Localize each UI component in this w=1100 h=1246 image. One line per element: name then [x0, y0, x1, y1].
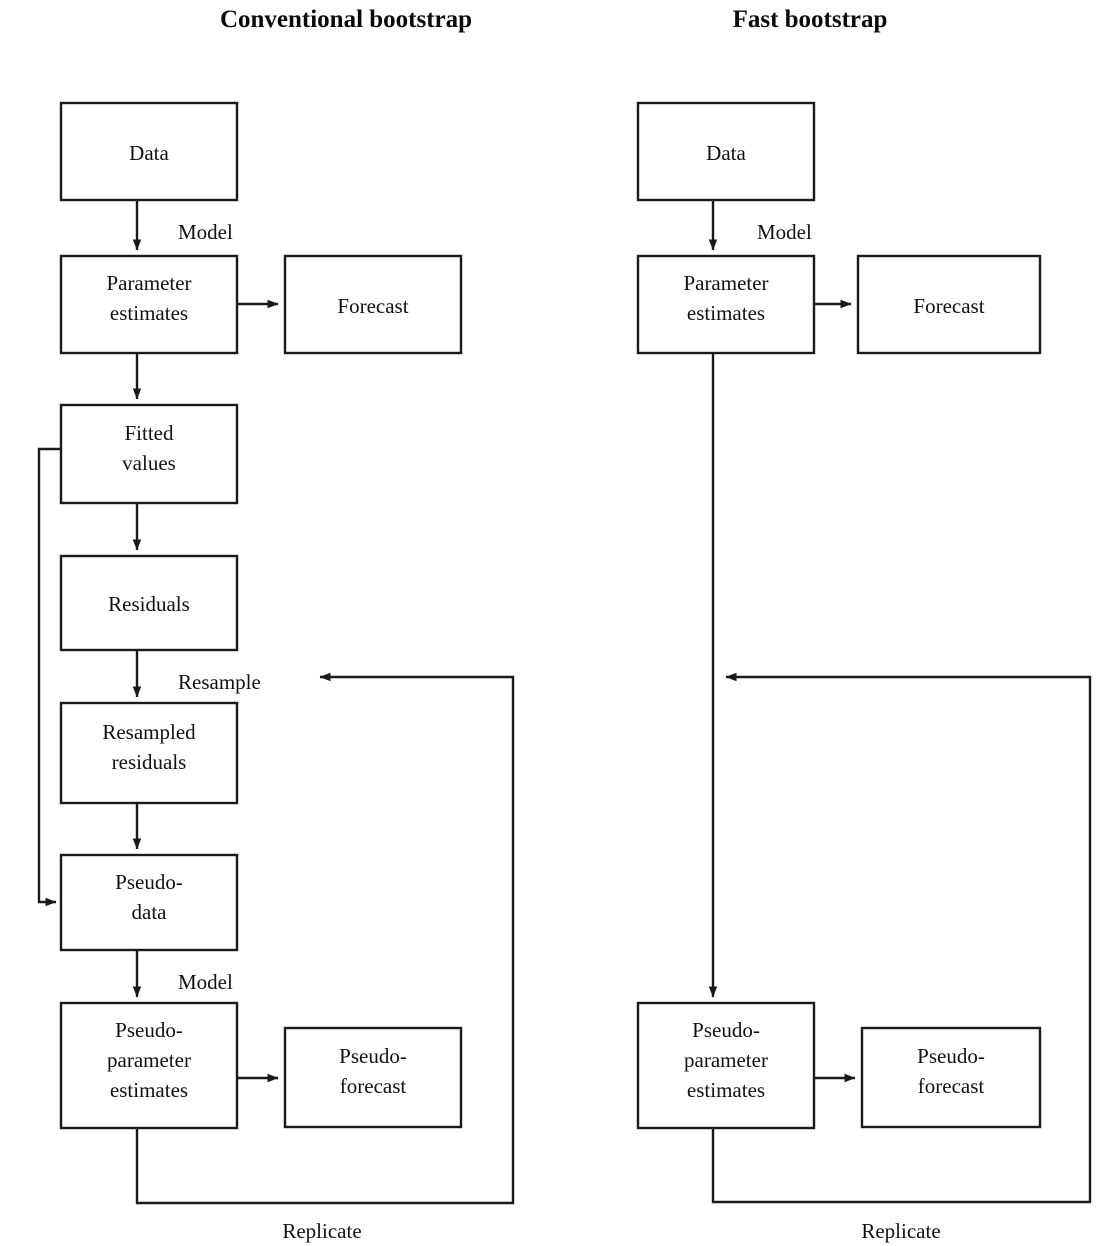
- node-parameter-estimates: Parameter estimates: [59, 254, 239, 355]
- edge-label-model-top: Model: [178, 220, 233, 244]
- node-pseudo-forecast-label-line2: forecast: [340, 1074, 407, 1098]
- node-pseudo-parameter-estimates-fast-label-line1: Pseudo-: [692, 1018, 760, 1042]
- node-pseudo-data-box: [59, 853, 239, 952]
- node-pseudo-parameter-estimates-fast: Pseudo- parameter estimates: [636, 1001, 816, 1130]
- panel-title-conventional: Conventional bootstrap: [220, 6, 472, 33]
- edge-label-replicate-conventional: Replicate: [282, 1219, 361, 1243]
- node-parameter-estimates-fast: Parameter estimates: [636, 254, 816, 355]
- node-forecast-fast: Forecast: [856, 254, 1042, 355]
- node-residuals-label: Residuals: [108, 592, 190, 616]
- node-pseudo-parameter-estimates-box: [59, 1001, 239, 1130]
- node-pseudo-forecast-fast-label-line1: Pseudo-: [917, 1044, 985, 1068]
- node-parameter-estimates-label-line1: Parameter: [106, 271, 191, 295]
- node-data-fast-label: Data: [706, 141, 746, 165]
- node-forecast-fast-box: [856, 254, 1042, 355]
- node-data-fast-box: [636, 101, 816, 202]
- node-forecast-box: [283, 254, 463, 355]
- edge-label-model-bottom: Model: [178, 970, 233, 994]
- node-data-label: Data: [129, 141, 169, 165]
- node-data: Data: [59, 101, 239, 202]
- edge-label-resample: Resample: [178, 670, 261, 694]
- node-pseudo-parameter-estimates-fast-label-line2: parameter: [684, 1048, 768, 1072]
- node-pseudo-forecast-fast-box: [860, 1026, 1042, 1129]
- panel-fast-bootstrap: Data Model Parameter estimates Forecast: [636, 101, 1092, 1243]
- node-pseudo-forecast: Pseudo- forecast: [283, 1026, 463, 1129]
- node-pseudo-forecast-fast: Pseudo- forecast: [860, 1026, 1042, 1129]
- node-pseudo-parameter-estimates-label-line2: parameter: [107, 1048, 191, 1072]
- node-parameter-estimates-fast-box: [636, 254, 816, 355]
- node-pseudo-parameter-estimates-label-line1: Pseudo-: [115, 1018, 183, 1042]
- edge-replicate-loop-fast: [711, 672, 1092, 1204]
- node-pseudo-parameter-estimates-fast-box: [636, 1001, 816, 1130]
- node-residuals-box: [59, 554, 239, 652]
- node-resampled-residuals-label-line2: residuals: [112, 750, 187, 774]
- node-pseudo-parameter-estimates-label-line3: estimates: [110, 1078, 188, 1102]
- node-pseudo-forecast-box: [283, 1026, 463, 1129]
- panel-title-fast: Fast bootstrap: [733, 6, 888, 33]
- node-fitted-values-label-line2: values: [122, 451, 176, 475]
- node-parameter-estimates-box: [59, 254, 239, 355]
- node-pseudo-parameter-estimates: Pseudo- parameter estimates: [59, 1001, 239, 1130]
- panel-conventional-bootstrap: Data Model Parameter estimates Forecast: [37, 101, 515, 1243]
- node-resampled-residuals-label-line1: Resampled: [102, 720, 196, 744]
- node-fitted-values-label-line1: Fitted: [124, 421, 174, 445]
- node-resampled-residuals: Resampled residuals: [59, 701, 239, 805]
- node-pseudo-data-label-line2: data: [132, 900, 168, 924]
- edge-label-model-top-fast: Model: [757, 220, 812, 244]
- node-pseudo-data-label-line1: Pseudo-: [115, 870, 183, 894]
- node-pseudo-forecast-label-line1: Pseudo-: [339, 1044, 407, 1068]
- node-pseudo-parameter-estimates-fast-label-line3: estimates: [687, 1078, 765, 1102]
- node-parameter-estimates-fast-label-line1: Parameter: [683, 271, 768, 295]
- edge-label-replicate-fast: Replicate: [861, 1219, 940, 1243]
- node-forecast-fast-label: Forecast: [913, 294, 984, 318]
- node-parameter-estimates-label-line2: estimates: [110, 301, 188, 325]
- node-fitted-values-box: [59, 403, 239, 505]
- node-pseudo-forecast-fast-label-line2: forecast: [918, 1074, 985, 1098]
- node-data-box: [59, 101, 239, 202]
- node-data-fast: Data: [636, 101, 816, 202]
- node-fitted-values: Fitted values: [59, 403, 239, 505]
- node-parameter-estimates-fast-label-line2: estimates: [687, 301, 765, 325]
- node-forecast-label: Forecast: [337, 294, 408, 318]
- node-residuals: Residuals: [59, 554, 239, 652]
- edge-replicate-loop-conventional: [135, 672, 515, 1205]
- node-resampled-residuals-box: [59, 701, 239, 805]
- node-pseudo-data: Pseudo- data: [59, 853, 239, 952]
- edge-fitted-values-to-pseudo-data: [37, 447, 61, 907]
- node-forecast: Forecast: [283, 254, 463, 355]
